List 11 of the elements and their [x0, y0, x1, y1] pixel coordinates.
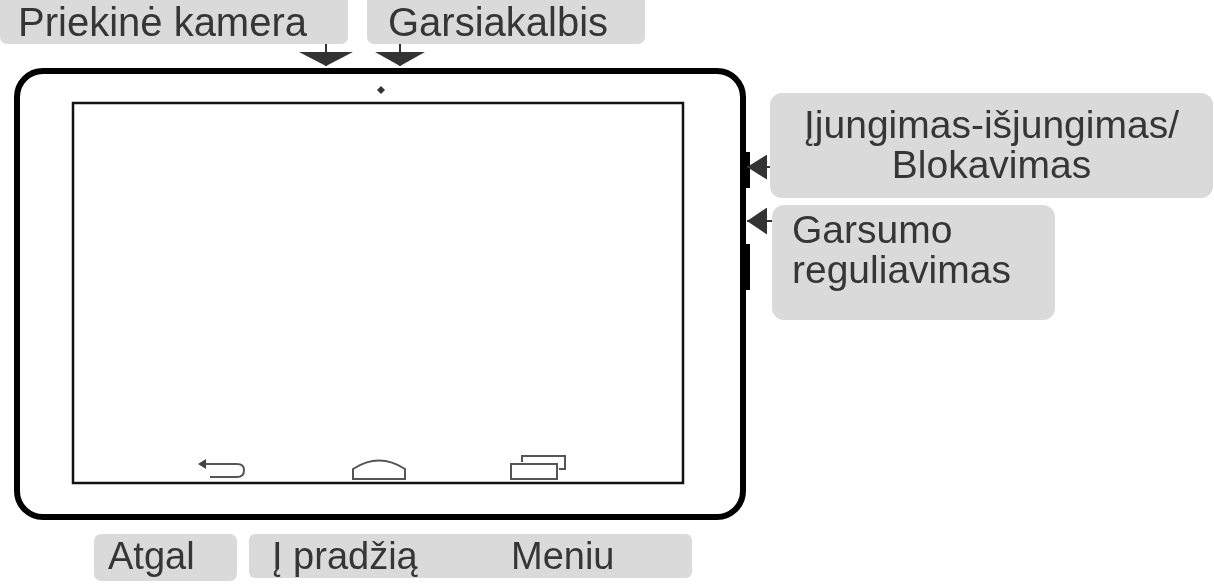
pointer-arrow: [746, 207, 773, 235]
pointer-arrow: [746, 154, 771, 180]
callout-label: Priekinė kamera: [0, 0, 348, 44]
callout-label: Garsiakalbis: [367, 0, 645, 44]
callout-label: Garsumo reguliavimas: [772, 205, 1055, 320]
pointer-arrow: [375, 43, 425, 67]
callout-label: Meniu: [470, 534, 692, 578]
callout-label: Įjungimas-išjungimas/ Blokavimas: [770, 93, 1213, 198]
callout-label: Atgal: [94, 534, 237, 581]
pointer-arrow: [299, 43, 353, 67]
callout-label: Į pradžią: [249, 534, 470, 578]
